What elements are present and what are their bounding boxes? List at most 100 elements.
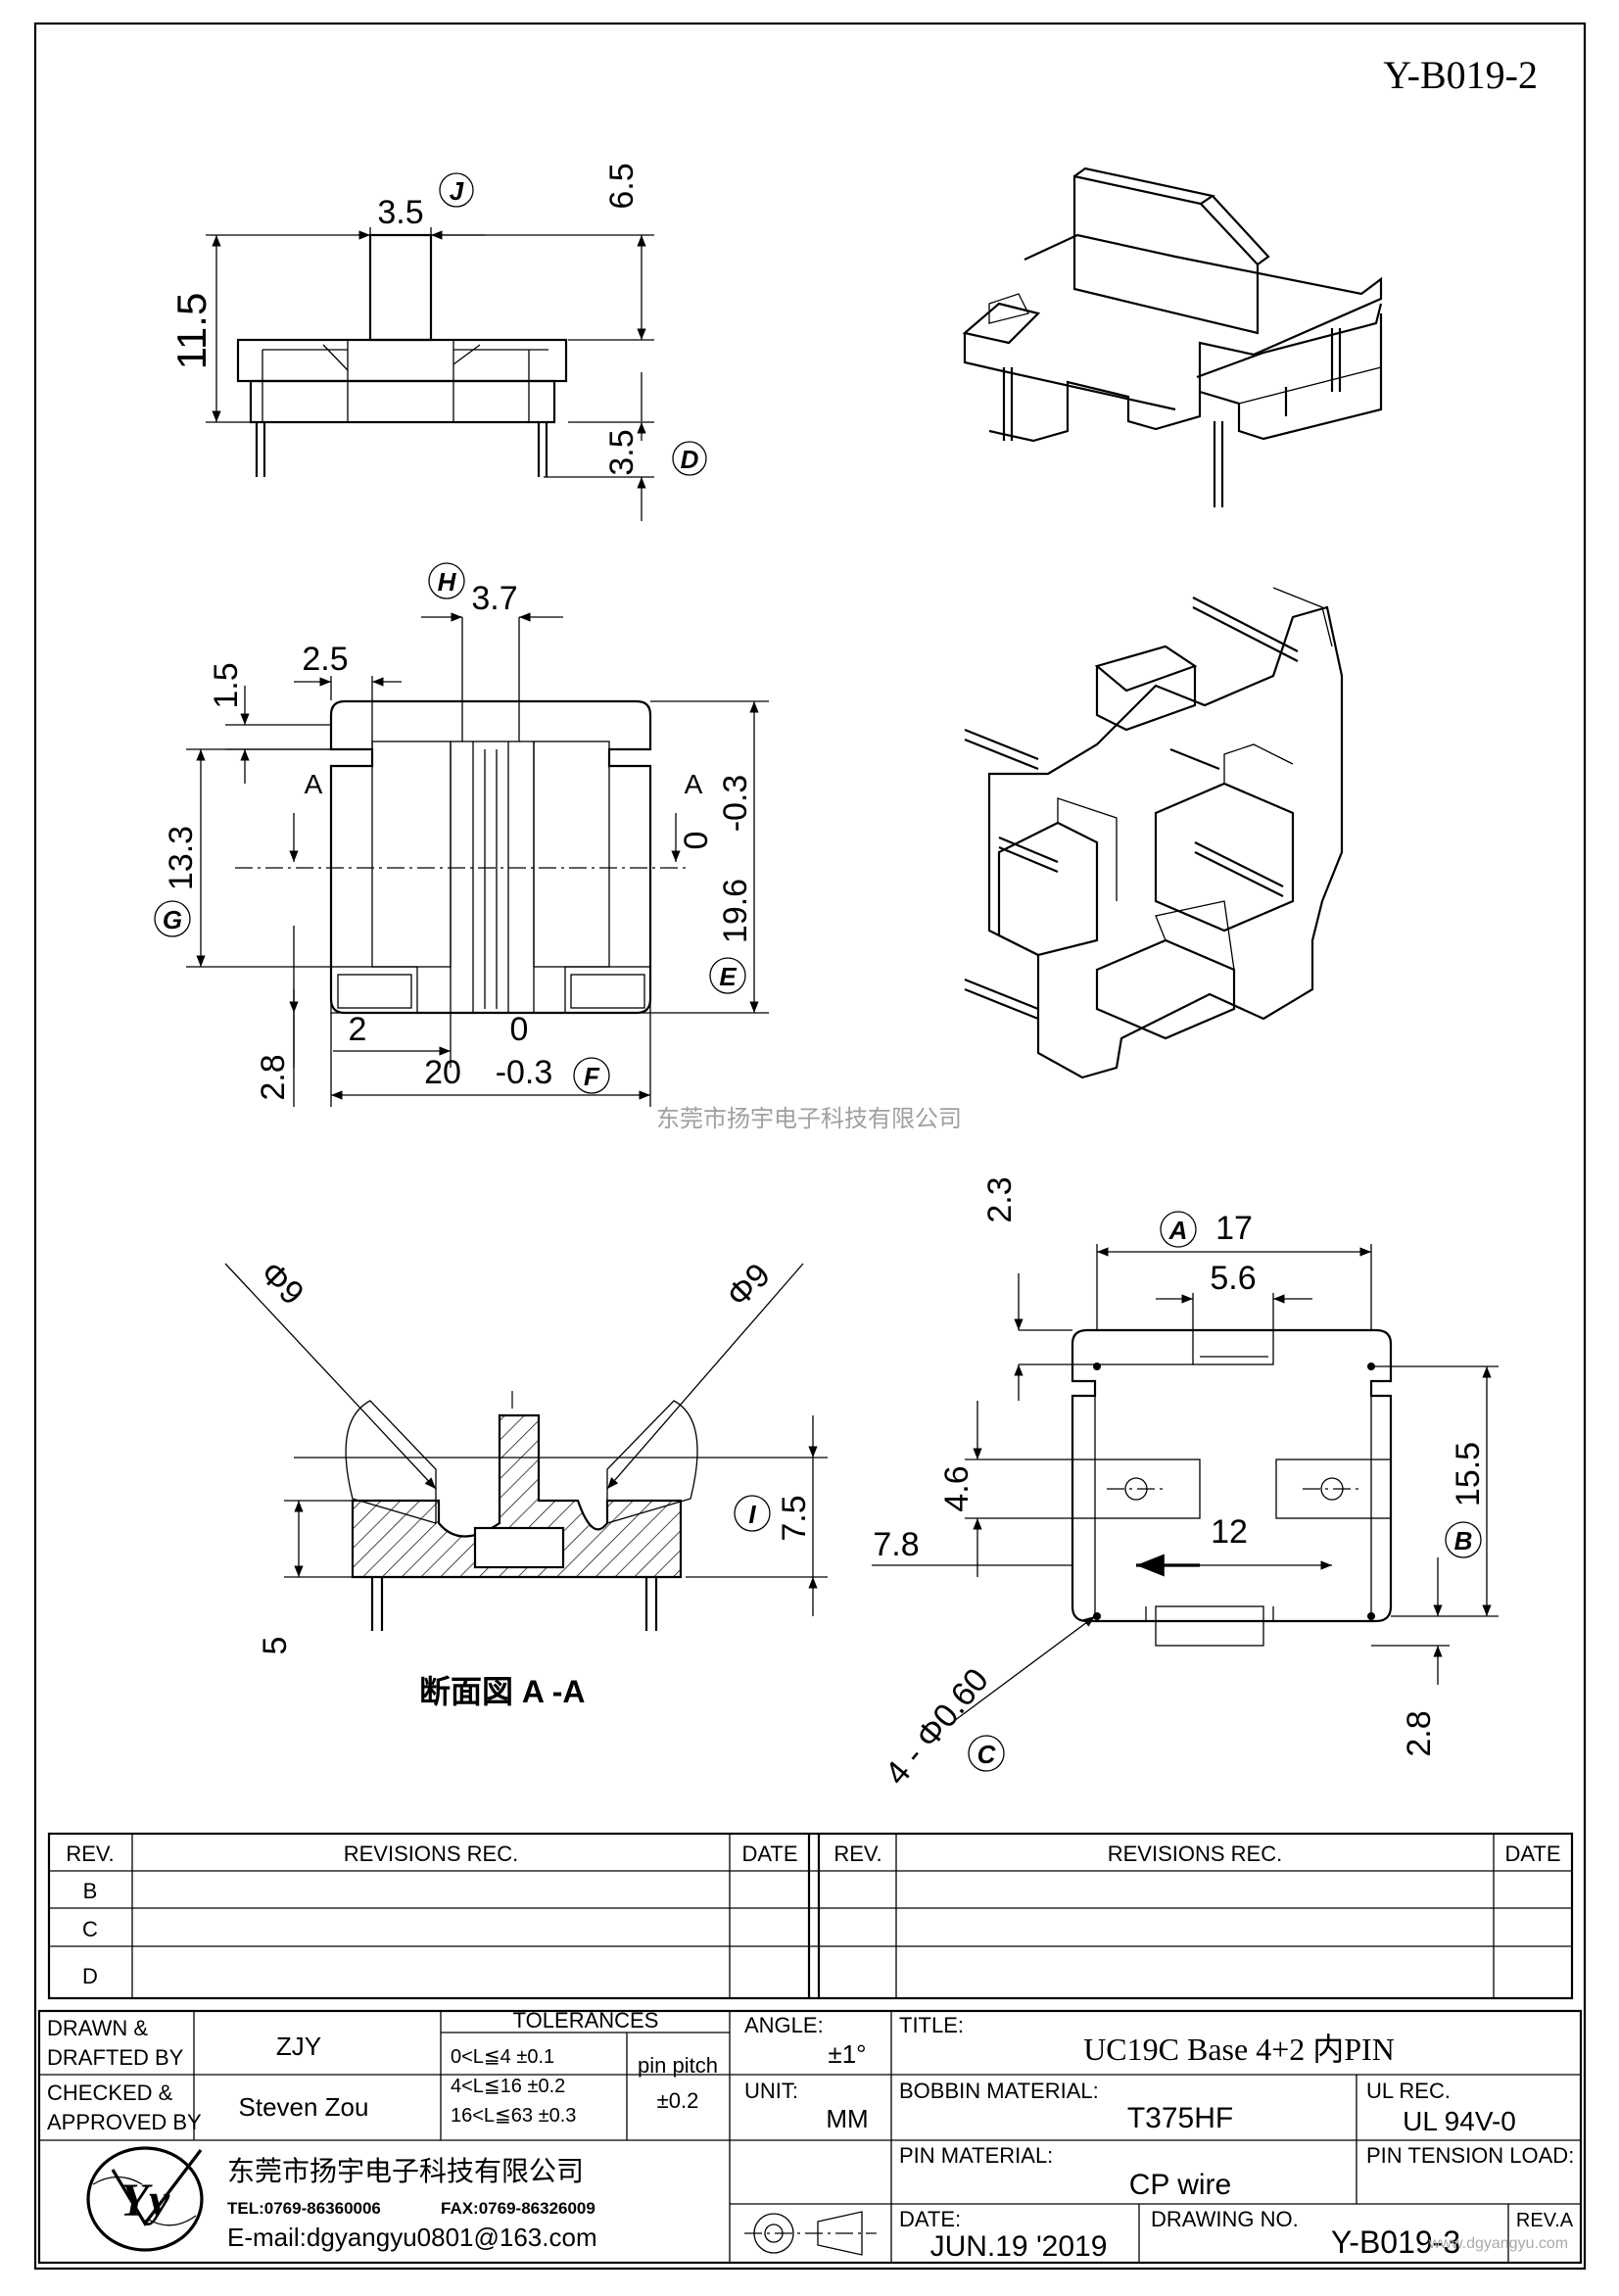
pin-material-label: PIN MATERIAL: <box>899 2143 1053 2168</box>
tol-line-1: 0<L≦4 ±0.1 <box>451 2046 554 2068</box>
sheet-border <box>33 22 1587 2271</box>
dim-width: 20 <box>424 1054 461 1091</box>
dim-pin-offset: 7.8 <box>873 1526 919 1563</box>
title-value: UC19C Base 4+2 内PIN <box>1083 2032 1395 2067</box>
dim-bottom-width: 17 <box>1215 1210 1253 1247</box>
date-header-left: DATE <box>741 1842 797 1866</box>
unit-label: UNIT: <box>744 2079 798 2103</box>
dim-pin: 3.5 <box>603 429 641 475</box>
bobbin-value: T375HF <box>1127 2102 1233 2134</box>
dim-top-step: 2.3 <box>981 1176 1019 1222</box>
callout-F: F <box>584 1062 600 1091</box>
dim-bottom-step: 2.8 <box>255 1054 292 1100</box>
checked-label-1: CHECKED & <box>47 2081 173 2105</box>
rec-header-right: REVISIONS REC. <box>1108 1842 1282 1866</box>
rev-header-right: REV. <box>833 1842 881 1866</box>
title-label: TITLE: <box>899 2013 964 2037</box>
projection-symbol <box>744 2211 877 2256</box>
pin-material-value: CP wire <box>1129 2169 1231 2201</box>
callout-I: I <box>748 1500 756 1529</box>
date-label: DATE: <box>899 2207 961 2231</box>
logo-letters: Yy <box>120 2175 170 2226</box>
iso-view-bottom <box>964 587 1344 1079</box>
dim-height-tol-upper: 0 <box>678 832 715 850</box>
title-block: DRAWN & DRAFTED BY ZJY CHECKED & APPROVE… <box>37 2008 1583 2265</box>
company-tel: TEL:0769-86360006 <box>227 2199 381 2218</box>
dim-top-width: 3.5 <box>377 194 423 231</box>
side-view: 3.5 6.5 3.5 11.5 J D <box>168 163 707 521</box>
tolerances-label: TOLERANCES <box>513 2008 659 2033</box>
section-mark-left: A <box>305 769 323 799</box>
angle-label: ANGLE: <box>744 2013 824 2037</box>
dim-bottom-step: 2.8 <box>1401 1710 1438 1756</box>
bottom-view: 2.3 A 17 5.6 4.6 7.8 12 15.5 B 2.8 4 - Φ… <box>872 1176 1499 1793</box>
callout-H: H <box>438 567 457 597</box>
company-fax: FAX:0769-86326009 <box>441 2199 595 2218</box>
bobbin-label: BOBBIN MATERIAL: <box>899 2079 1099 2103</box>
dim-base: 5 <box>257 1637 294 1655</box>
section-view: Φ9 Φ9 7.5 I 5 断面図 A -A <box>224 1255 828 1709</box>
pin-pitch-label: pin pitch <box>638 2053 718 2078</box>
rev-row-c: C <box>82 1917 98 1941</box>
date-value: JUN.19 '2019 <box>930 2230 1108 2263</box>
checked-label-2: APPROVED BY <box>47 2110 202 2134</box>
callout-D: D <box>681 445 699 474</box>
company-watermark: 东莞市扬宇电子科技有限公司 <box>656 1106 962 1132</box>
company-email: E-mail:dgyangyu0801@163.com <box>227 2223 597 2252</box>
pin-pitch-value: ±0.2 <box>657 2088 699 2113</box>
dim-center-gap: 3.7 <box>471 580 517 617</box>
dim-height-tol-lower: -0.3 <box>717 775 754 833</box>
drawing-no-value: Y-B019-3 <box>1331 2224 1460 2260</box>
date-header-right: DATE <box>1504 1842 1560 1866</box>
callout-E: E <box>719 962 737 991</box>
revisions-table: REV. REVISIONS REC. DATE REV. REVISIONS … <box>47 1832 1574 2000</box>
dim-top-height: 6.5 <box>603 163 641 209</box>
rev-row-d: D <box>82 1964 98 1988</box>
dim-bottom-zero: 0 <box>510 1011 529 1048</box>
dim-pad-height: 4.6 <box>938 1465 976 1511</box>
rev-row-b: B <box>83 1879 98 1903</box>
dim-pin-holes: 4 - Φ0.60 <box>878 1661 996 1793</box>
callout-bottom-A: A <box>1168 1216 1188 1245</box>
tol-line-2: 4<L≦16 ±0.2 <box>451 2076 565 2097</box>
company-logo: Yy <box>86 2146 204 2252</box>
ul-value: UL 94V-0 <box>1403 2106 1516 2136</box>
rev-header-left: REV. <box>66 1842 114 1866</box>
dim-bottom-offset: 2 <box>349 1011 367 1048</box>
drawing-id: Y-B019-2 <box>1383 53 1538 97</box>
callout-G: G <box>163 905 182 934</box>
section-mark-right: A <box>685 769 703 799</box>
website-watermark: www.dgyangyu.com <box>1428 2235 1568 2252</box>
rev-value: REV.A <box>1516 2210 1574 2231</box>
dim-height: 7.5 <box>776 1495 813 1541</box>
dim-corner-step: 1.5 <box>208 662 245 708</box>
iso-view-top <box>962 167 1383 507</box>
rec-header-left: REVISIONS REC. <box>344 1842 518 1866</box>
dim-total-height: 11.5 <box>168 293 214 370</box>
dim-radius-right: Φ9 <box>720 1257 778 1315</box>
dim-pad-pitch: 12 <box>1211 1513 1248 1551</box>
dim-width-tol: -0.3 <box>496 1054 553 1091</box>
pin-tension-label: PIN TENSION LOAD: <box>1366 2143 1574 2168</box>
callout-B: B <box>1454 1526 1473 1555</box>
dim-corner-notch: 2.5 <box>302 641 348 678</box>
company-name: 东莞市扬宇电子科技有限公司 <box>227 2156 584 2186</box>
drawing-no-label: DRAWING NO. <box>1151 2207 1299 2231</box>
callout-bottom-C: C <box>977 1740 997 1769</box>
drawn-label-2: DRAFTED BY <box>47 2045 184 2070</box>
dim-height-outer: 19.6 <box>717 879 754 943</box>
dim-slot-width: 5.6 <box>1210 1260 1256 1297</box>
section-title: 断面図 A -A <box>419 1674 585 1709</box>
tol-line-3: 16<L≦63 ±0.3 <box>451 2105 576 2127</box>
dim-radius-left: Φ9 <box>253 1255 310 1313</box>
top-view: A A 3.7 H 2.5 1.5 13.3 G 19.6 0 -0.3 E <box>154 562 769 1107</box>
unit-value: MM <box>826 2104 868 2133</box>
dim-bottom-height: 15.5 <box>1450 1442 1487 1507</box>
angle-value: ±1° <box>828 2039 866 2069</box>
ul-label: UL REC. <box>1366 2079 1451 2103</box>
drawn-label-1: DRAWN & <box>47 2016 148 2040</box>
drawn-value: ZJY <box>276 2032 321 2061</box>
checked-value: Steven Zou <box>239 2092 369 2122</box>
callout-J: J <box>450 176 464 206</box>
